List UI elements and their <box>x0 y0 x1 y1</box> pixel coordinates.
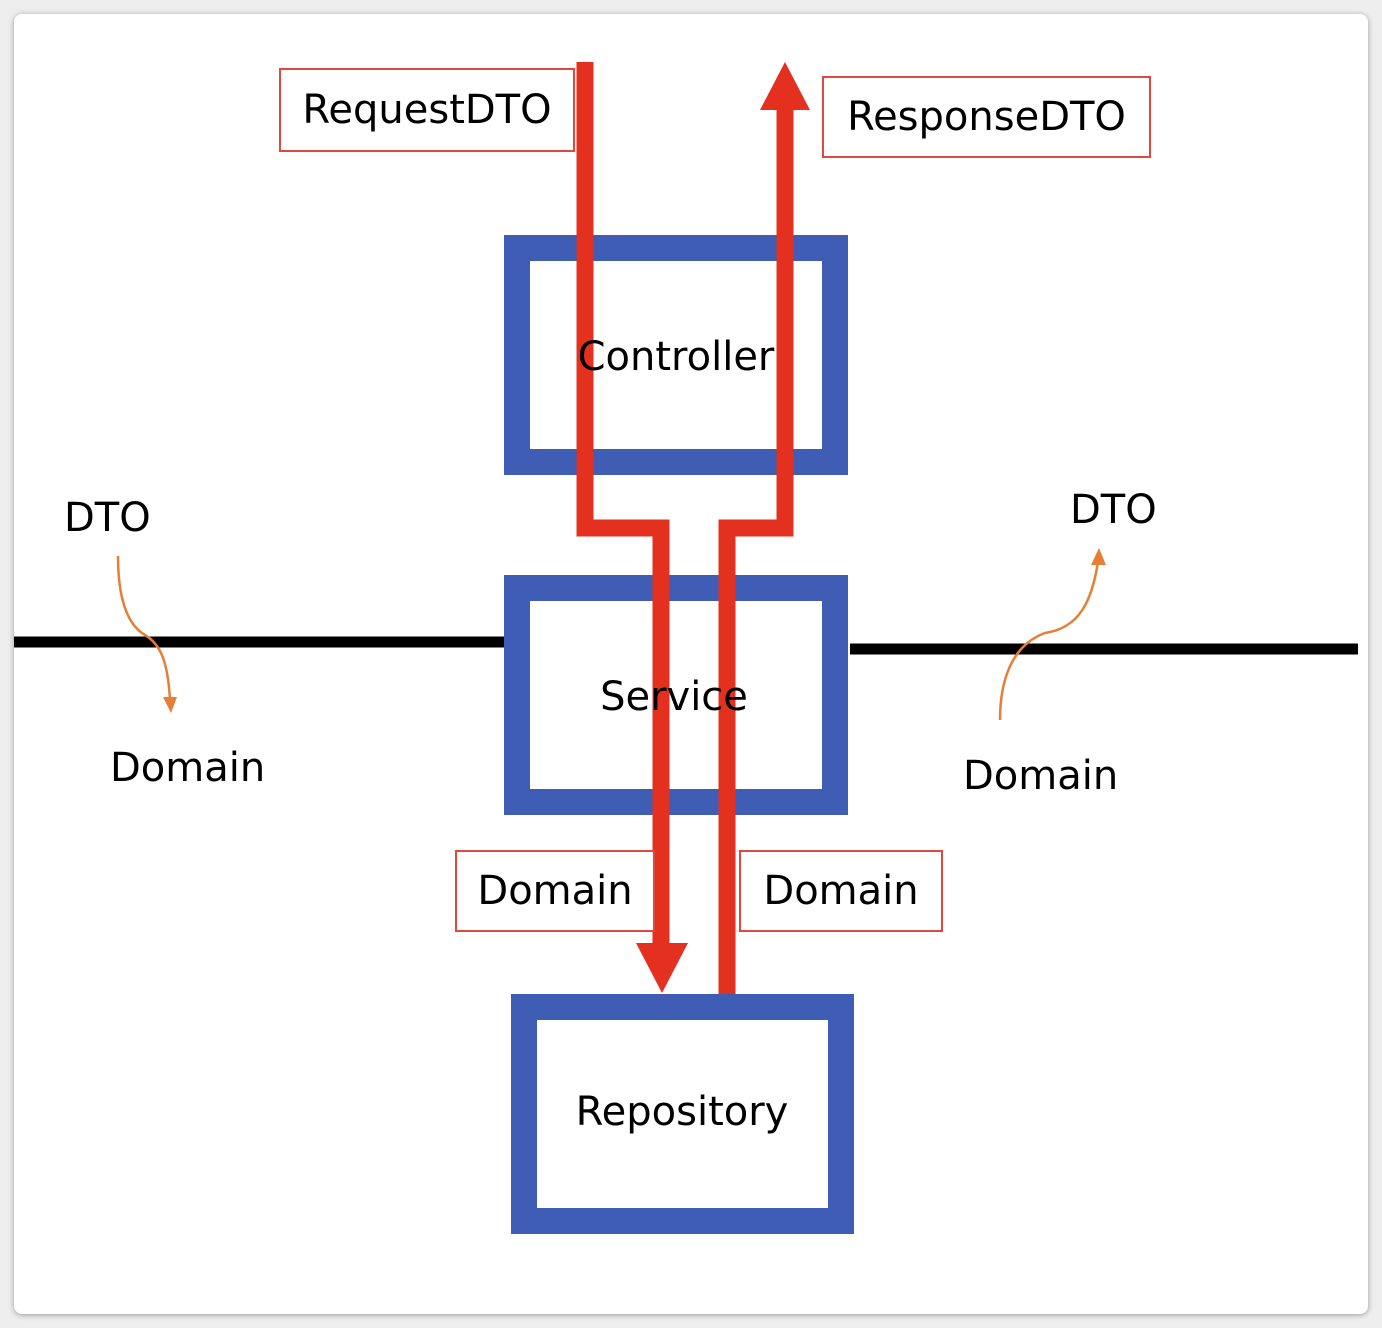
right-conversion-arrow-head <box>1091 548 1106 565</box>
down-domain-label-box: Domain <box>455 850 655 932</box>
right-conversion-arrow <box>998 561 1100 721</box>
request-dto-label: RequestDTO <box>302 87 552 133</box>
left-domain-label: Domain <box>110 745 266 791</box>
right-domain-label: Domain <box>963 753 1119 799</box>
left-conversion-arrow-head <box>163 697 177 713</box>
response-arrow-head <box>760 62 810 110</box>
left-dto-label: DTO <box>64 495 151 541</box>
request-dto-label-box: RequestDTO <box>279 68 575 152</box>
up-domain-label: Domain <box>763 868 919 914</box>
request-flow-arrow <box>576 62 670 948</box>
up-domain-label-box: Domain <box>739 850 943 932</box>
response-dto-label: ResponseDTO <box>847 94 1126 140</box>
down-domain-label: Domain <box>477 868 633 914</box>
request-arrow-head <box>636 943 688 993</box>
service-label: Service <box>600 674 748 720</box>
repository-box <box>511 994 854 1234</box>
left-conversion-arrow <box>116 555 172 701</box>
controller-label: Controller <box>577 334 775 380</box>
response-dto-label-box: ResponseDTO <box>822 76 1151 158</box>
repository-label: Repository <box>575 1089 789 1135</box>
service-box <box>504 575 848 815</box>
response-flow-arrow <box>718 104 794 994</box>
right-dto-label: DTO <box>1070 487 1157 533</box>
